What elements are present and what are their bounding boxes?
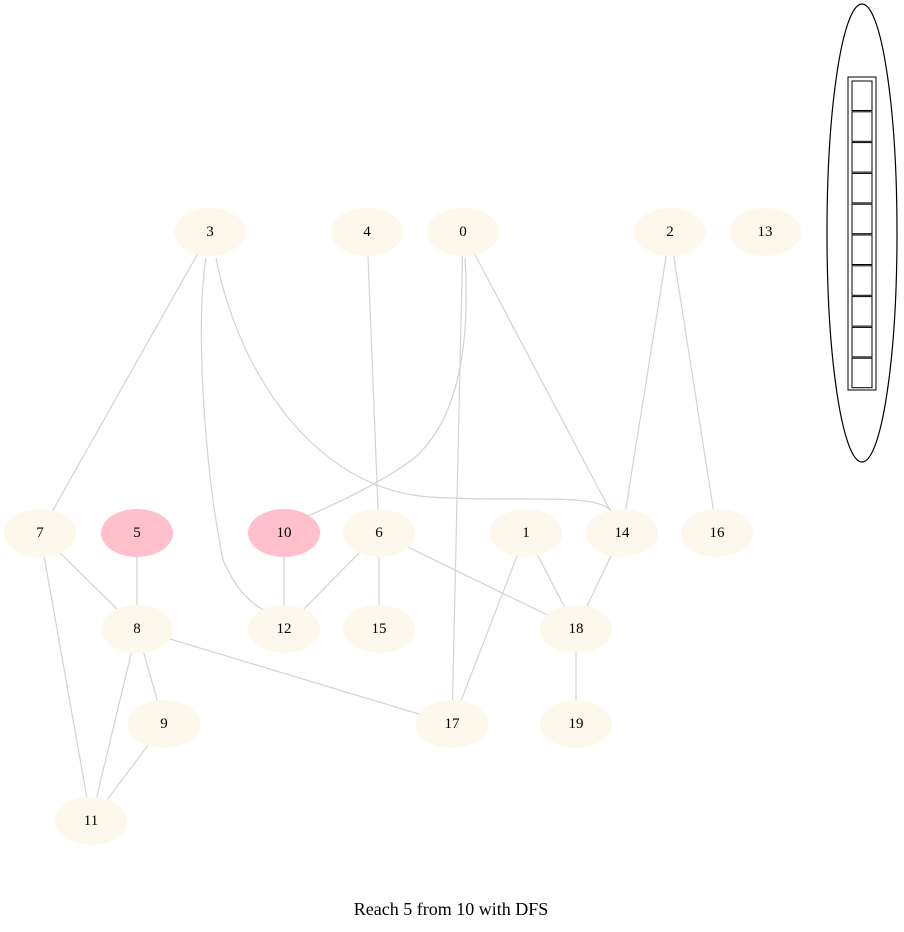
node-13-label: 13: [758, 224, 773, 240]
node-16: 16: [681, 509, 753, 557]
edge-2-14: [625, 255, 667, 510]
node-2-label: 2: [666, 224, 674, 240]
node-17-label: 17: [445, 716, 461, 732]
edge-0-10: [299, 257, 467, 521]
node-15-label: 15: [372, 621, 387, 637]
node-17: 17: [416, 700, 488, 748]
node-0-label: 0: [459, 224, 467, 240]
node-9: 9: [128, 700, 200, 748]
node-3-label: 3: [206, 224, 214, 240]
node-7: 7: [4, 509, 76, 557]
node-15-shape: [343, 605, 415, 653]
node-13: 13: [729, 208, 801, 256]
node-12-label: 12: [277, 621, 292, 637]
edge-1-18: [537, 555, 565, 607]
node-14-label: 14: [615, 525, 631, 541]
node-15: 15: [343, 605, 415, 653]
node-19: 19: [540, 700, 612, 748]
node-6-label: 6: [375, 525, 383, 541]
edge-7-8: [59, 552, 118, 610]
diagram-caption: Reach 5 from 10 with DFS: [354, 899, 548, 919]
node-11-shape: [55, 797, 127, 845]
node-4: 4: [331, 208, 403, 256]
node-8: 8: [101, 605, 173, 653]
edge-6-18: [407, 546, 548, 616]
node-13-shape: [729, 208, 801, 256]
node-7-shape: [4, 509, 76, 557]
node-18-shape: [540, 605, 612, 653]
edge-8-9: [143, 652, 158, 701]
node-6: 6: [343, 509, 415, 557]
stack-slot: [851, 142, 873, 173]
edge-6-12: [303, 552, 360, 610]
stack-slots: [851, 80, 873, 389]
stack-slot: [851, 172, 873, 204]
node-9-label: 9: [160, 716, 168, 732]
node-14-shape: [586, 509, 658, 557]
edges-layer: [43, 254, 714, 800]
node-10: 10: [248, 509, 320, 557]
edge-4-6: [367, 255, 379, 510]
stack-container-outline: [826, 3, 898, 463]
node-16-shape: [681, 509, 753, 557]
node-6-shape: [343, 509, 415, 557]
edge-8-17: [169, 638, 420, 715]
edge-3-14: [215, 257, 612, 511]
node-10-shape: [248, 509, 320, 557]
node-7-label: 7: [36, 525, 44, 541]
node-2: 2: [634, 208, 706, 256]
node-18: 18: [540, 605, 612, 653]
node-9-shape: [128, 700, 200, 748]
node-11-label: 11: [84, 813, 98, 829]
node-11: 11: [55, 797, 127, 845]
edge-2-16: [673, 255, 714, 510]
node-4-label: 4: [363, 224, 371, 240]
stack-slot: [851, 80, 873, 111]
node-14: 14: [586, 509, 658, 557]
node-5-label: 5: [133, 525, 141, 541]
edge-1-17: [460, 556, 518, 701]
node-18-label: 18: [569, 621, 584, 637]
edge-14-18: [586, 555, 612, 607]
edge-3-12: [200, 257, 271, 613]
node-5: 5: [101, 509, 173, 557]
stack-slot: [851, 265, 873, 296]
node-17-shape: [416, 700, 488, 748]
node-2-shape: [634, 208, 706, 256]
stack-slot: [851, 296, 873, 327]
edge-0-17: [451, 255, 464, 701]
node-0: 0: [427, 208, 499, 256]
node-16-label: 16: [710, 525, 726, 541]
node-4-shape: [331, 208, 403, 256]
node-19-label: 19: [569, 716, 584, 732]
node-8-shape: [101, 605, 173, 653]
node-5-shape: [101, 509, 173, 557]
stack-panel: [826, 3, 898, 463]
node-12: 12: [248, 605, 320, 653]
node-12-shape: [248, 605, 320, 653]
stack-slot: [851, 234, 873, 265]
node-8-label: 8: [133, 621, 141, 637]
stack-slot: [851, 203, 873, 235]
node-0-shape: [427, 208, 499, 256]
node-19-shape: [540, 700, 612, 748]
node-1: 1: [490, 509, 562, 557]
edge-3-7: [52, 254, 198, 511]
edge-9-11: [106, 745, 149, 800]
node-3: 3: [174, 208, 246, 256]
edge-0-14: [474, 254, 611, 511]
stack-slot: [851, 357, 873, 389]
stack-frame: [847, 76, 877, 391]
edge-8-11: [96, 652, 132, 798]
node-1-shape: [490, 509, 562, 557]
stack-slot: [851, 326, 873, 358]
node-1-label: 1: [522, 525, 530, 541]
edge-7-11: [43, 556, 88, 798]
node-3-shape: [174, 208, 246, 256]
stack-slot: [851, 111, 873, 142]
node-10-label: 10: [277, 525, 292, 541]
